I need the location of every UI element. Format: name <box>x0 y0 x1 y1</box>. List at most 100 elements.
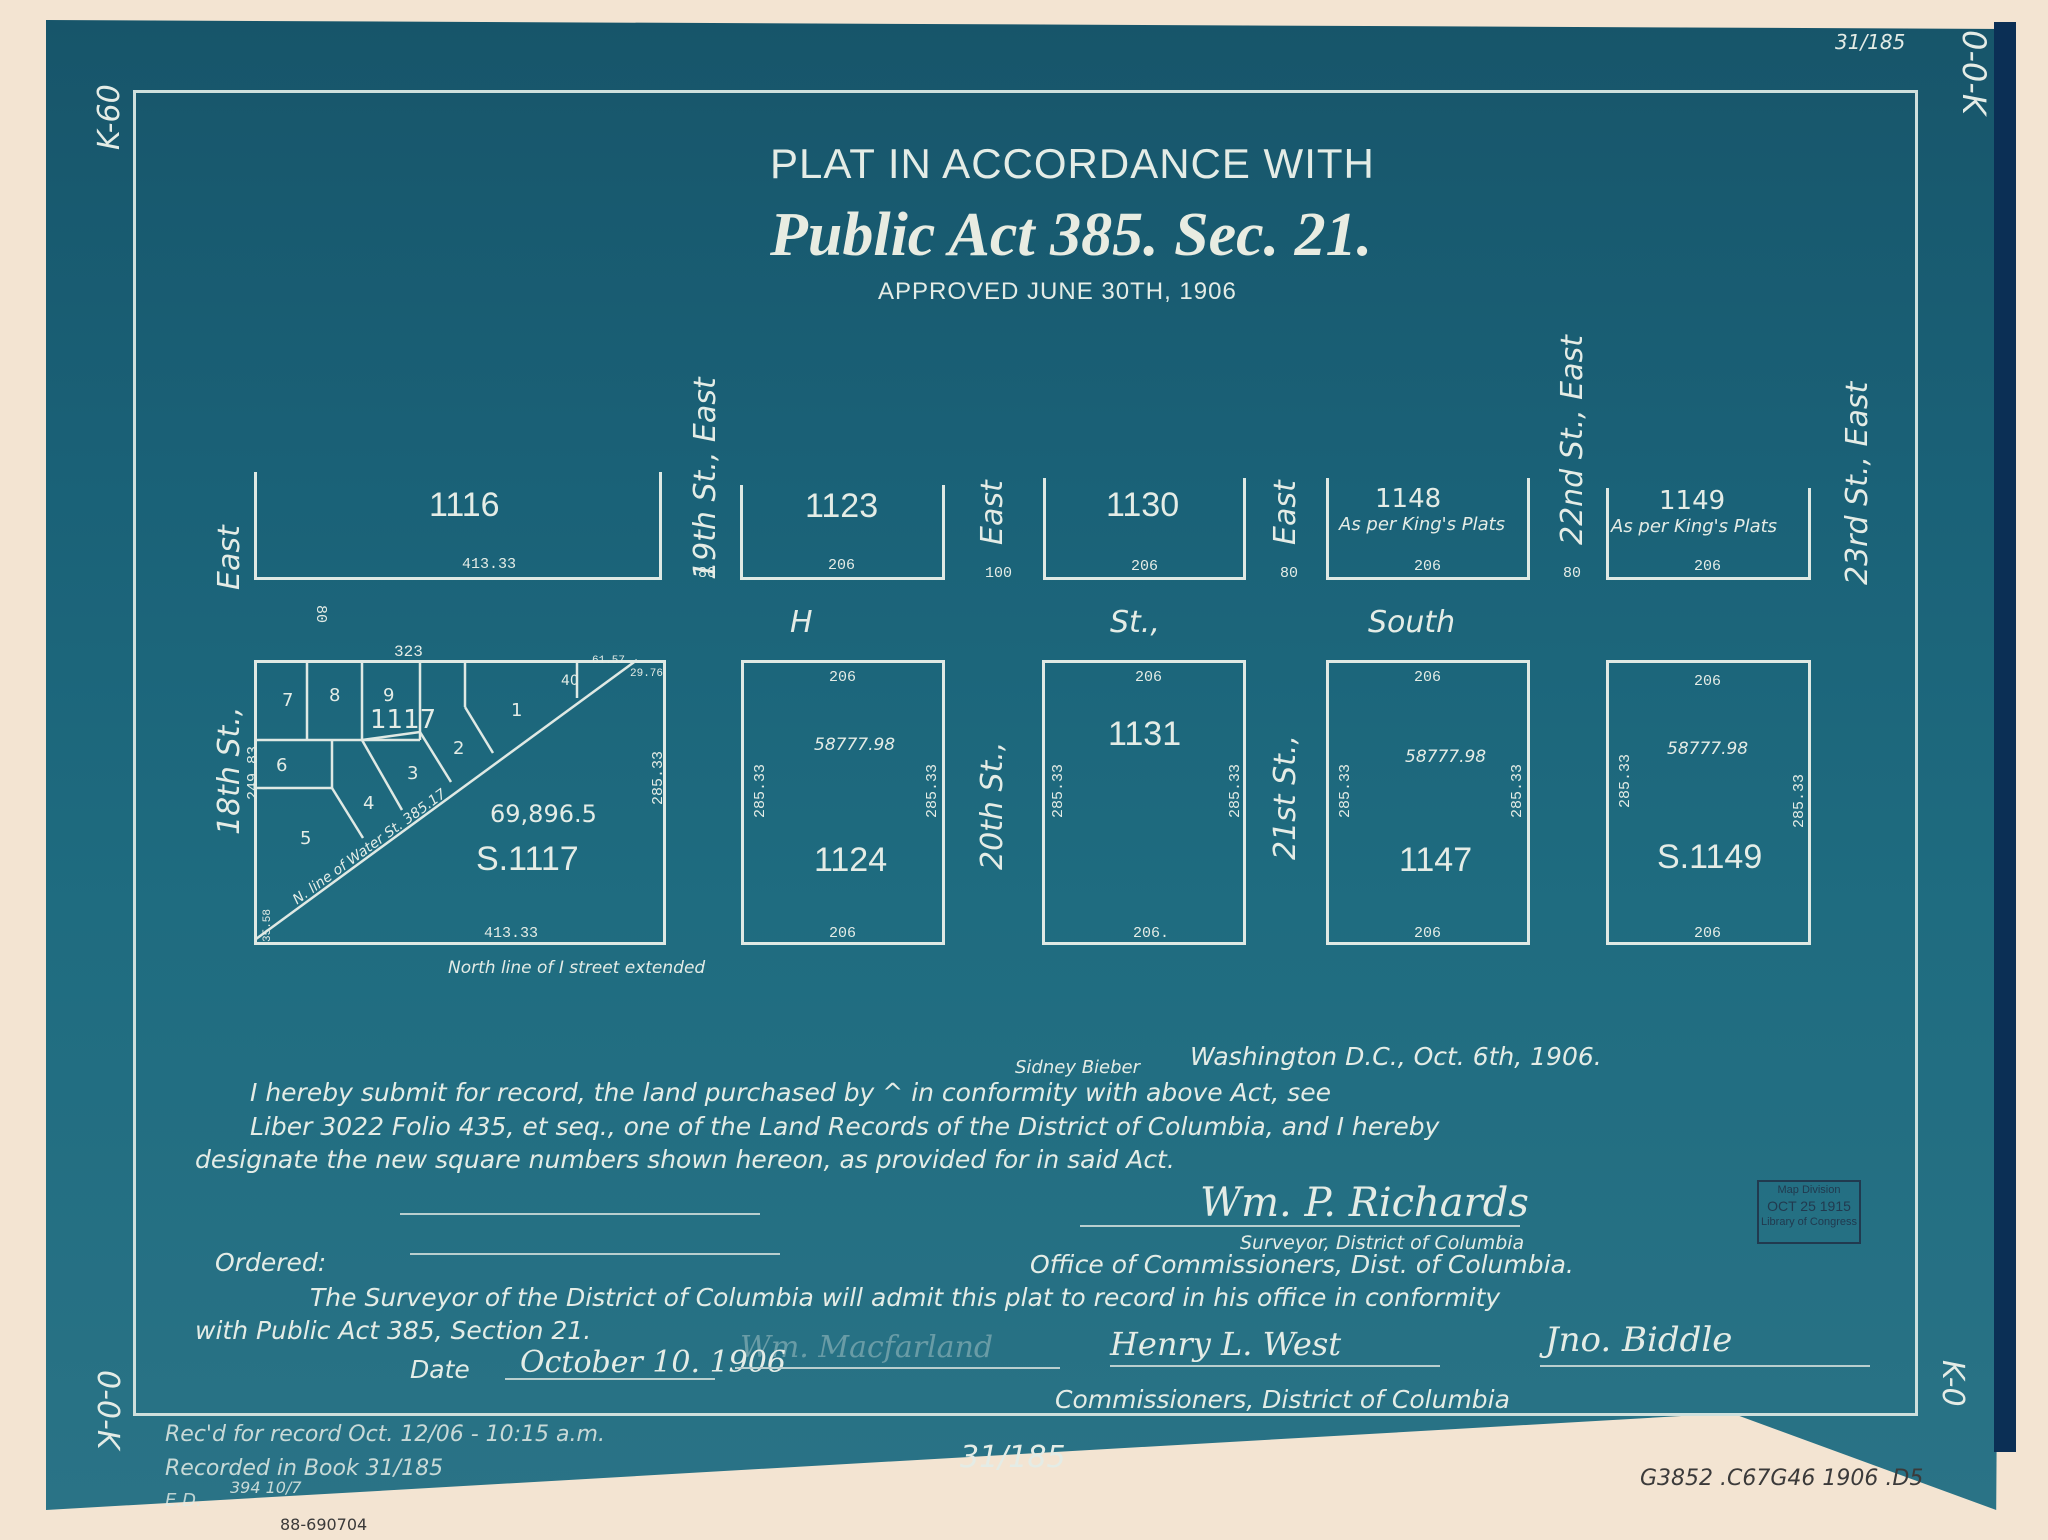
block-area: 58777.98 <box>1667 739 1749 759</box>
dim-top: 206 <box>1414 669 1442 686</box>
dim-top: 206 <box>1694 673 1722 690</box>
s1117-top-dim: 323 <box>394 643 423 661</box>
block-s1117 <box>254 660 666 945</box>
h-street-label-st: St., <box>1110 605 1160 640</box>
block-number: 1131 <box>1108 715 1182 753</box>
block-note: As per King's Plats <box>1611 516 1778 537</box>
block-number: 1147 <box>1399 841 1473 879</box>
block-1116: 1116 413.33 <box>254 472 662 580</box>
call-number: G3852 .C67G46 1906 .D5 <box>1640 1466 1924 1491</box>
s1117-right-dim: 285.33 <box>650 750 667 805</box>
blueprint-sheet <box>46 20 2006 1510</box>
dim-right: 285.33 <box>1509 763 1526 818</box>
s1117-bottom-dim: 413.33 <box>484 925 539 942</box>
lot-7: 7 <box>282 690 294 711</box>
library-stamp: Map Division OCT 25 1915 Library of Cong… <box>1757 1180 1861 1244</box>
block-1130: 1130 206 <box>1043 478 1246 580</box>
corner-mark-bottom-left: 0-0-K <box>90 1370 125 1450</box>
ed-note: E.D. <box>165 1490 202 1511</box>
street-width-22nd: 80 <box>1563 565 1582 582</box>
ordered-label: Ordered: <box>215 1248 327 1277</box>
north-line-i-street-label: North line of I street extended <box>448 958 706 978</box>
date-line <box>505 1378 715 1380</box>
block-area: 58777.98 <box>814 735 896 755</box>
block-note: As per King's Plats <box>1339 514 1506 535</box>
commissioners-office: Office of Commissioners, Dist. of Columb… <box>1030 1250 1574 1279</box>
block-area: 58777.98 <box>1405 747 1487 767</box>
block-number: 1149 <box>1659 486 1726 516</box>
block-dimension: 206 <box>1131 558 1159 575</box>
s1117-left-dim: 249.83 <box>245 745 262 800</box>
street-width-20th: 100 <box>985 565 1013 582</box>
lot-1: 1 <box>511 700 523 721</box>
catalog-id: 88-690704 <box>280 1515 368 1534</box>
recorded-ref: 394 10/7 <box>230 1478 302 1497</box>
block-1124: 206 206 285.33 285.33 58777.98 1124 <box>741 660 945 945</box>
block-1123: 1123 206 <box>740 485 945 580</box>
block-number: 1148 <box>1375 484 1442 514</box>
book-reference: 31/185 <box>960 1440 1066 1475</box>
block-dimension: 413.33 <box>462 556 517 573</box>
block-number: 1124 <box>814 841 888 879</box>
corner-dim-3: 35.58 <box>262 908 274 942</box>
lot-9: 9 <box>383 685 395 706</box>
stamp-line-2: OCT 25 1915 <box>1767 1198 1851 1214</box>
dim-left: 285.33 <box>1337 763 1354 818</box>
block-number: 1130 <box>1106 486 1180 524</box>
date-value: October 10. 1906 <box>520 1345 786 1380</box>
dim-bottom: 206 <box>829 925 857 942</box>
h-street-label-south: South <box>1368 605 1456 640</box>
date-label: Date <box>410 1355 470 1384</box>
dim-bottom: 206. <box>1133 925 1170 942</box>
block-dimension: 206 <box>1414 558 1442 575</box>
statement-line-1: I hereby submit for record, the land pur… <box>250 1078 1331 1107</box>
block-1147: 206 206 285.33 285.33 58777.98 1147 <box>1326 660 1530 945</box>
title-line-2: Public Act 385. Sec. 21. <box>770 201 1373 269</box>
lot-5: 5 <box>300 828 312 849</box>
s1117-area: 69,896.5 <box>490 800 597 828</box>
dim-top: 206 <box>829 669 857 686</box>
block-dimension: 206 <box>828 557 856 574</box>
lot-8: 8 <box>329 685 341 706</box>
block-1148: 1148 As per King's Plats 206 <box>1326 478 1530 580</box>
lot-4: 4 <box>363 793 375 814</box>
surveyor-signature-line <box>1080 1225 1520 1227</box>
corner-mark-top-right: 0-0-K <box>1955 30 1993 115</box>
signature-3: Jno. Biddle <box>1545 1320 1733 1360</box>
dim-right: 285.33 <box>1227 763 1244 818</box>
block-number: 1116 <box>429 486 500 524</box>
corner-ref-top-right: 31/185 <box>1835 30 1906 54</box>
plat-border-frame <box>133 90 1918 1416</box>
street-width-h: 80 <box>312 605 329 624</box>
corner-mark-bottom-right: K-0 <box>1935 1360 1970 1407</box>
sheet-dark-edge <box>1994 22 2016 1452</box>
block-number: 1123 <box>805 487 879 525</box>
signature-line-3 <box>1540 1365 1870 1367</box>
lot-6: 6 <box>276 755 288 776</box>
signature-line-1 <box>735 1367 1060 1369</box>
lot-3: 3 <box>407 763 419 784</box>
dim-bottom: 206 <box>1414 925 1442 942</box>
block-number: S.1149 <box>1657 838 1763 876</box>
signature-line-2 <box>1110 1365 1440 1367</box>
statement-line-3: designate the new square numbers shown h… <box>195 1145 1175 1174</box>
dim-left: 285.33 <box>752 763 769 818</box>
statement-line-2: Liber 3022 Folio 435, et seq., one of th… <box>250 1112 1440 1141</box>
title-approved-date: APPROVED JUNE 30TH, 1906 <box>878 278 1237 305</box>
dim-top: 206 <box>1135 669 1163 686</box>
received-note: Rec'd for record Oct. 12/06 - 10:15 a.m. <box>165 1422 605 1447</box>
h-street-label-h: H <box>790 605 813 640</box>
dim-left: 285.33 <box>1617 753 1634 808</box>
stamp-line-3: Library of Congress <box>1761 1216 1857 1228</box>
recorded-note: Recorded in Book 31/185 <box>165 1456 444 1481</box>
signature-1: Wm. Macfarland <box>740 1330 994 1365</box>
dim-right: 285.33 <box>1791 773 1808 828</box>
s1117-number: S.1117 <box>476 840 579 878</box>
signature-2: Henry L. West <box>1110 1325 1342 1363</box>
corner-dim-1: 61.57 <box>592 655 626 667</box>
inner-square-1117: 1117 <box>370 705 437 735</box>
block-1131: 206 206. 285.33 285.33 1131 <box>1042 660 1246 945</box>
stamp-line-1: Map Division <box>1777 1184 1841 1196</box>
dim-right: 285.33 <box>924 763 941 818</box>
